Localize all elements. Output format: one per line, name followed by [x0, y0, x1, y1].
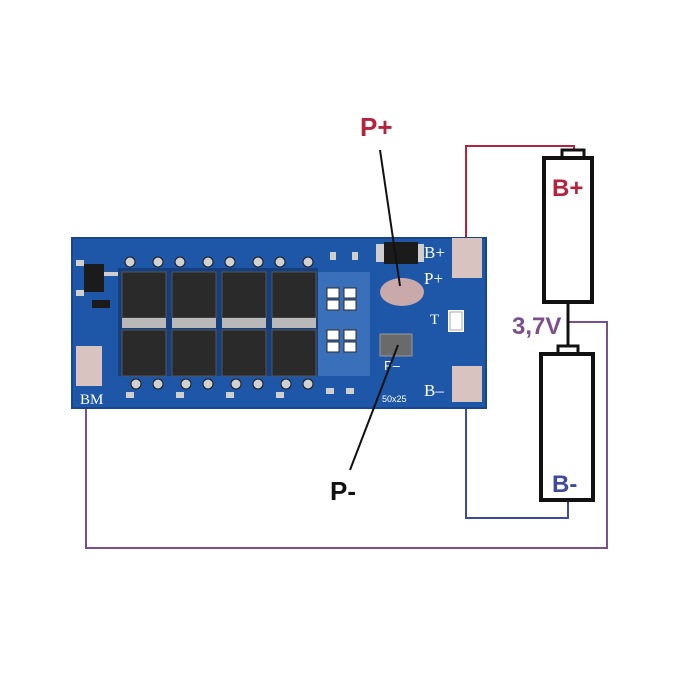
p-plus-solder-pad	[380, 278, 424, 306]
silk-p-plus: P+	[424, 269, 443, 288]
pad-bm	[76, 346, 102, 386]
bms-board: B+ P+ T B– P– BM 50x25	[71, 237, 487, 409]
silk-board-size: 50x25	[382, 394, 407, 404]
pad-b-plus	[452, 238, 482, 278]
silk-bm: BM	[80, 392, 103, 408]
label-p-minus: P-	[330, 476, 356, 506]
mosfet-array	[118, 256, 318, 390]
battery-bottom	[539, 344, 595, 502]
control-ic	[76, 260, 118, 308]
silk-b-plus: B+	[424, 243, 445, 262]
wire-b-minus	[465, 400, 569, 519]
label-b-plus: B+	[552, 175, 583, 202]
label-b-minus: B-	[552, 471, 577, 498]
pad-b-minus	[452, 366, 482, 402]
pointer-p-plus	[379, 149, 401, 287]
smd-pads	[126, 252, 358, 398]
battery-top	[542, 148, 594, 304]
pack-minus-chip	[379, 333, 413, 357]
wire-midpoint	[85, 321, 608, 549]
label-voltage: 3,7V	[512, 313, 561, 340]
pointer-p-minus	[349, 344, 399, 471]
p-minus-contact-block	[318, 272, 370, 376]
shunt-resistor	[384, 242, 418, 264]
silk-t: T	[430, 312, 439, 328]
silk-b-minus: B–	[424, 381, 444, 400]
label-p-plus: P+	[360, 112, 393, 142]
